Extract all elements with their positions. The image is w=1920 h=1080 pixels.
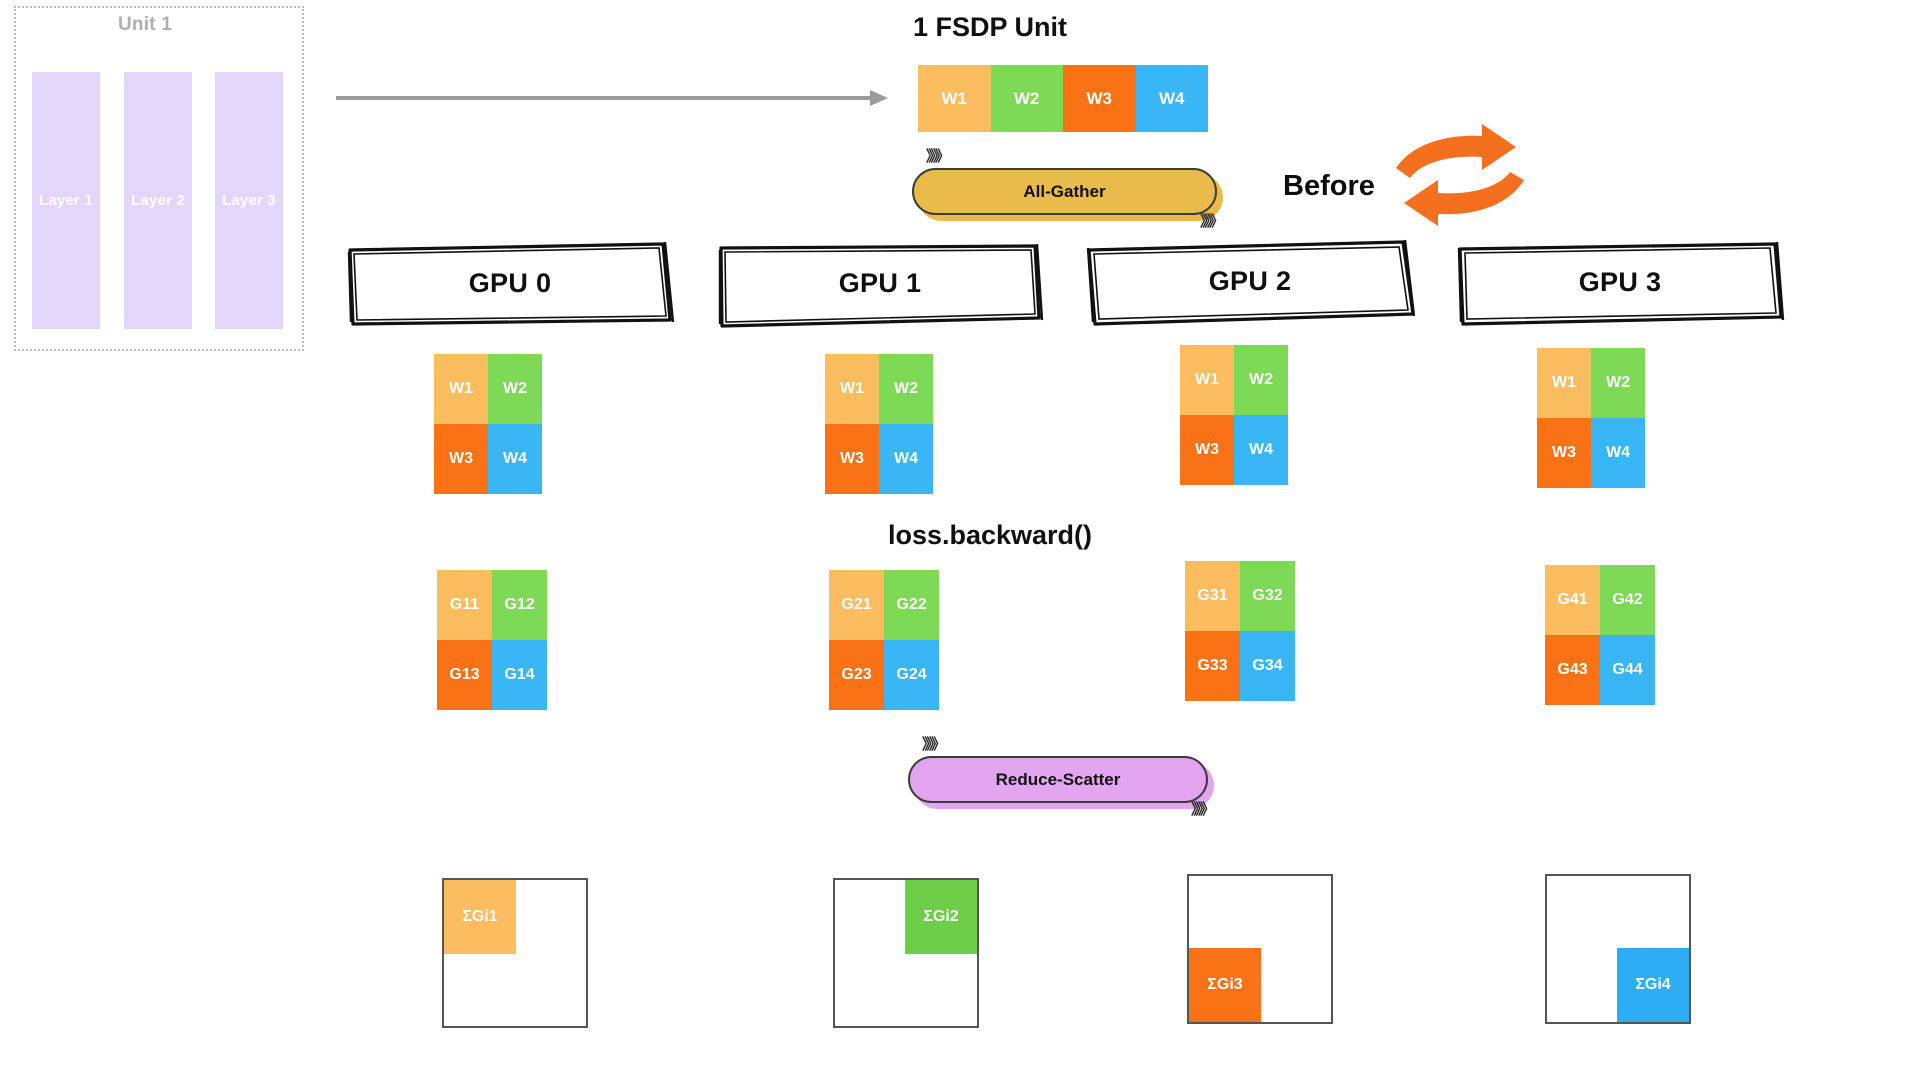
- shard-quadrant: ΣGi2: [905, 880, 977, 954]
- gradient-cell: G13: [437, 640, 492, 710]
- shard-quadrant: ΣGi1: [444, 880, 516, 954]
- gradient-cell: G34: [1240, 631, 1295, 701]
- gpu-box-1: GPU 1: [715, 238, 1045, 328]
- gradient-matrix-gpu0: G11 G12 G13 G14: [437, 570, 547, 710]
- reduce-scatter-group: 》》》 Reduce-Scatter 》》》: [908, 737, 1215, 817]
- chevrons-icon-bottom: 》》》: [1190, 800, 1215, 818]
- gradient-matrix-gpu2: G31 G32 G33 G34: [1185, 561, 1295, 701]
- weight-cell: W2: [488, 354, 542, 424]
- gradient-cell: G42: [1600, 565, 1655, 635]
- shard-quadrant: ΣGi3: [1189, 948, 1261, 1022]
- weight-cell: W4: [879, 424, 933, 494]
- phase-label-before: Before: [1283, 170, 1375, 202]
- gpu-label: GPU 3: [1578, 266, 1662, 297]
- gradient-cell: G32: [1240, 561, 1295, 631]
- gradient-cell: G43: [1545, 635, 1600, 705]
- gradient-cell: G21: [829, 570, 884, 640]
- gradient-cell: G11: [437, 570, 492, 640]
- layer-label: Layer 1: [39, 192, 93, 209]
- gpu-label: GPU 0: [468, 267, 552, 298]
- chevrons-icon-top: 》》》: [926, 147, 950, 165]
- gradient-cell: G33: [1185, 631, 1240, 701]
- all-gather-pill[interactable]: All-Gather: [912, 168, 1217, 215]
- weight-cell: W2: [1234, 345, 1288, 415]
- gpu-label: GPU 2: [1208, 265, 1292, 296]
- weight-matrix-gpu2: W1 W2 W3 W4: [1180, 345, 1288, 485]
- fsdp-unit-strip: W1 W2 W3 W4: [918, 65, 1208, 132]
- weight-cell: W3: [825, 424, 879, 494]
- gradient-cell: G12: [492, 570, 547, 640]
- gpu-box-2: GPU 2: [1085, 236, 1415, 326]
- sharded-gradient-gpu0: ΣGi1: [442, 878, 588, 1028]
- weight-cell: W1: [1180, 345, 1234, 415]
- fsdp-shard-w2: W2: [990, 65, 1063, 132]
- gradient-cell: G22: [884, 570, 939, 640]
- swap-arrows-icon: [1396, 124, 1524, 226]
- sketch-border-icon: [347, 241, 675, 326]
- chevrons-icon-bottom: 》》》: [1199, 212, 1224, 230]
- shard-quadrant: ΣGi4: [1617, 948, 1689, 1022]
- sketch-border-icon: [1086, 239, 1415, 326]
- weight-cell: W4: [1234, 415, 1288, 485]
- fsdp-shard-w3: W3: [1063, 65, 1136, 132]
- sketch-border-icon: [1457, 241, 1785, 326]
- gradient-cell: G31: [1185, 561, 1240, 631]
- layer-block-3: Layer 3: [215, 72, 283, 329]
- all-gather-label: All-Gather: [1023, 181, 1106, 201]
- weight-cell: W4: [488, 424, 542, 494]
- weight-cell: W4: [1591, 418, 1645, 488]
- reduce-scatter-pill[interactable]: Reduce-Scatter: [908, 756, 1208, 803]
- weight-cell: W3: [434, 424, 488, 494]
- gradient-matrix-gpu3: G41 G42 G43 G44: [1545, 565, 1655, 705]
- fsdp-unit-title: 1 FSDP Unit: [912, 12, 1068, 42]
- weight-matrix-gpu3: W1 W2 W3 W4: [1537, 348, 1645, 488]
- gradient-cell: G41: [1545, 565, 1600, 635]
- fsdp-shard-w4: W4: [1135, 65, 1208, 132]
- weight-cell: W3: [1180, 415, 1234, 485]
- gradient-cell: G23: [829, 640, 884, 710]
- layer-block-2: Layer 2: [124, 72, 192, 329]
- gpu-label: GPU 1: [838, 267, 922, 298]
- unit-panel-title: Unit 1: [118, 14, 172, 35]
- weight-cell: W2: [879, 354, 933, 424]
- gradient-cell: G44: [1600, 635, 1655, 705]
- weight-cell: W1: [434, 354, 488, 424]
- gpu-box-3: GPU 3: [1455, 237, 1785, 327]
- reduce-scatter-label: Reduce-Scatter: [995, 769, 1121, 789]
- gradient-matrix-gpu1: G21 G22 G23 G24: [829, 570, 939, 710]
- fsdp-shard-w1: W1: [918, 65, 991, 132]
- layer-label: Layer 2: [131, 192, 185, 209]
- flow-arrow-icon: [336, 90, 888, 106]
- gradient-cell: G14: [492, 640, 547, 710]
- weight-cell: W3: [1537, 418, 1591, 488]
- gpu-box-0: GPU 0: [345, 238, 675, 328]
- sharded-gradient-gpu2: ΣGi3: [1187, 874, 1333, 1024]
- sketch-border-icon: [718, 243, 1044, 328]
- layer-block-1: Layer 1: [32, 72, 100, 329]
- sharded-gradient-gpu3: ΣGi4: [1545, 874, 1691, 1024]
- sharded-gradient-gpu1: ΣGi2: [833, 878, 979, 1028]
- chevrons-icon-top: 》》》: [922, 735, 946, 753]
- weight-matrix-gpu0: W1 W2 W3 W4: [434, 354, 542, 494]
- weight-cell: W1: [825, 354, 879, 424]
- layer-label: Layer 3: [222, 192, 276, 209]
- all-gather-group: 》》》 All-Gather 》》》: [912, 149, 1224, 229]
- gradient-cell: G24: [884, 640, 939, 710]
- weight-matrix-gpu1: W1 W2 W3 W4: [825, 354, 933, 494]
- weight-cell: W1: [1537, 348, 1591, 418]
- loss-backward-label: loss.backward(): [887, 520, 1093, 550]
- weight-cell: W2: [1591, 348, 1645, 418]
